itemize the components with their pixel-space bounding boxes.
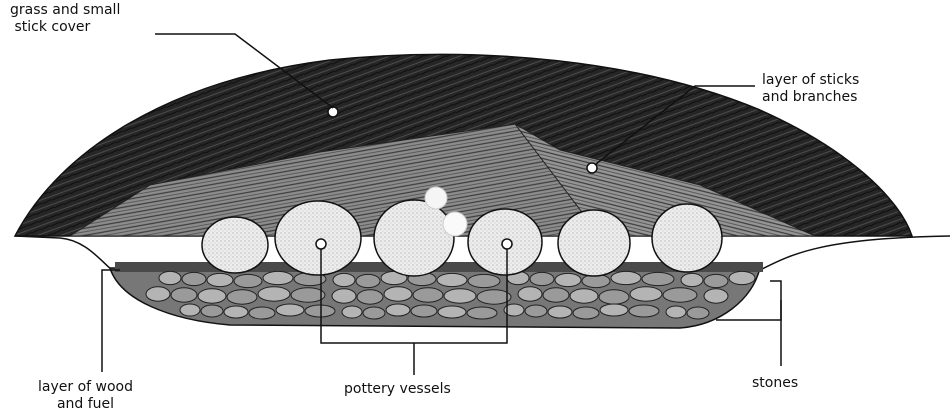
stone [182,272,206,285]
stone [438,306,466,318]
sticks-pointer-dot [587,163,597,173]
stone [207,273,233,286]
stone [570,289,598,303]
stone [333,273,355,286]
stone [249,307,275,319]
stone [666,306,686,318]
stone [159,271,181,284]
stone [681,273,703,286]
stone [543,288,569,302]
stone [305,305,335,317]
vessel-highlight [443,212,467,236]
pottery-vessel [652,204,722,272]
stone [198,289,226,303]
stone [704,289,728,303]
stone [729,271,755,284]
stone [687,307,709,319]
stone [518,287,542,301]
stone [467,307,497,319]
stone [642,272,674,285]
stone [411,305,437,317]
stone [201,305,223,317]
label-stones: stones [752,375,798,392]
stone [573,307,599,319]
stone [530,272,554,285]
stone [477,290,511,304]
vessel-pointer-dot-1 [316,239,326,249]
stone [629,305,659,317]
stone [468,274,500,287]
label-grass-cover: grass and small stick cover [10,2,120,36]
stone [180,304,200,316]
stone [600,304,628,316]
pottery-vessel [202,217,268,273]
stone [342,306,362,318]
stone [437,273,467,286]
stone [357,290,383,304]
stone [276,304,304,316]
pottery-vessel [374,200,454,276]
pottery-vessel [558,210,630,276]
stone [363,307,385,319]
stone [548,306,572,318]
stone [663,288,697,302]
label-pottery-vessels: pottery vessels [344,381,451,398]
stone [630,287,662,301]
grass-pointer-dot [328,107,338,117]
stone [384,287,412,301]
wood-leader-line [102,270,120,372]
pottery-vessel [275,201,361,275]
stone [704,274,728,287]
stone [171,288,197,302]
stone [525,305,547,317]
stone [227,290,257,304]
stone [234,274,262,287]
stone [332,289,356,303]
label-sticks-branches: layer of sticks and branches [762,72,859,106]
stone [386,304,410,316]
stone [291,288,325,302]
stone [258,287,290,301]
stone [611,271,641,284]
stone [263,271,293,284]
stone [444,289,476,303]
vessel-pointer-dot-2 [502,239,512,249]
vessel-highlight [425,187,447,209]
label-wood-fuel: layer of wood and fuel [38,379,133,413]
stone [599,290,629,304]
stone [146,287,170,301]
stone [413,288,443,302]
stone [356,274,380,287]
stone [555,273,581,286]
stone [224,306,248,318]
